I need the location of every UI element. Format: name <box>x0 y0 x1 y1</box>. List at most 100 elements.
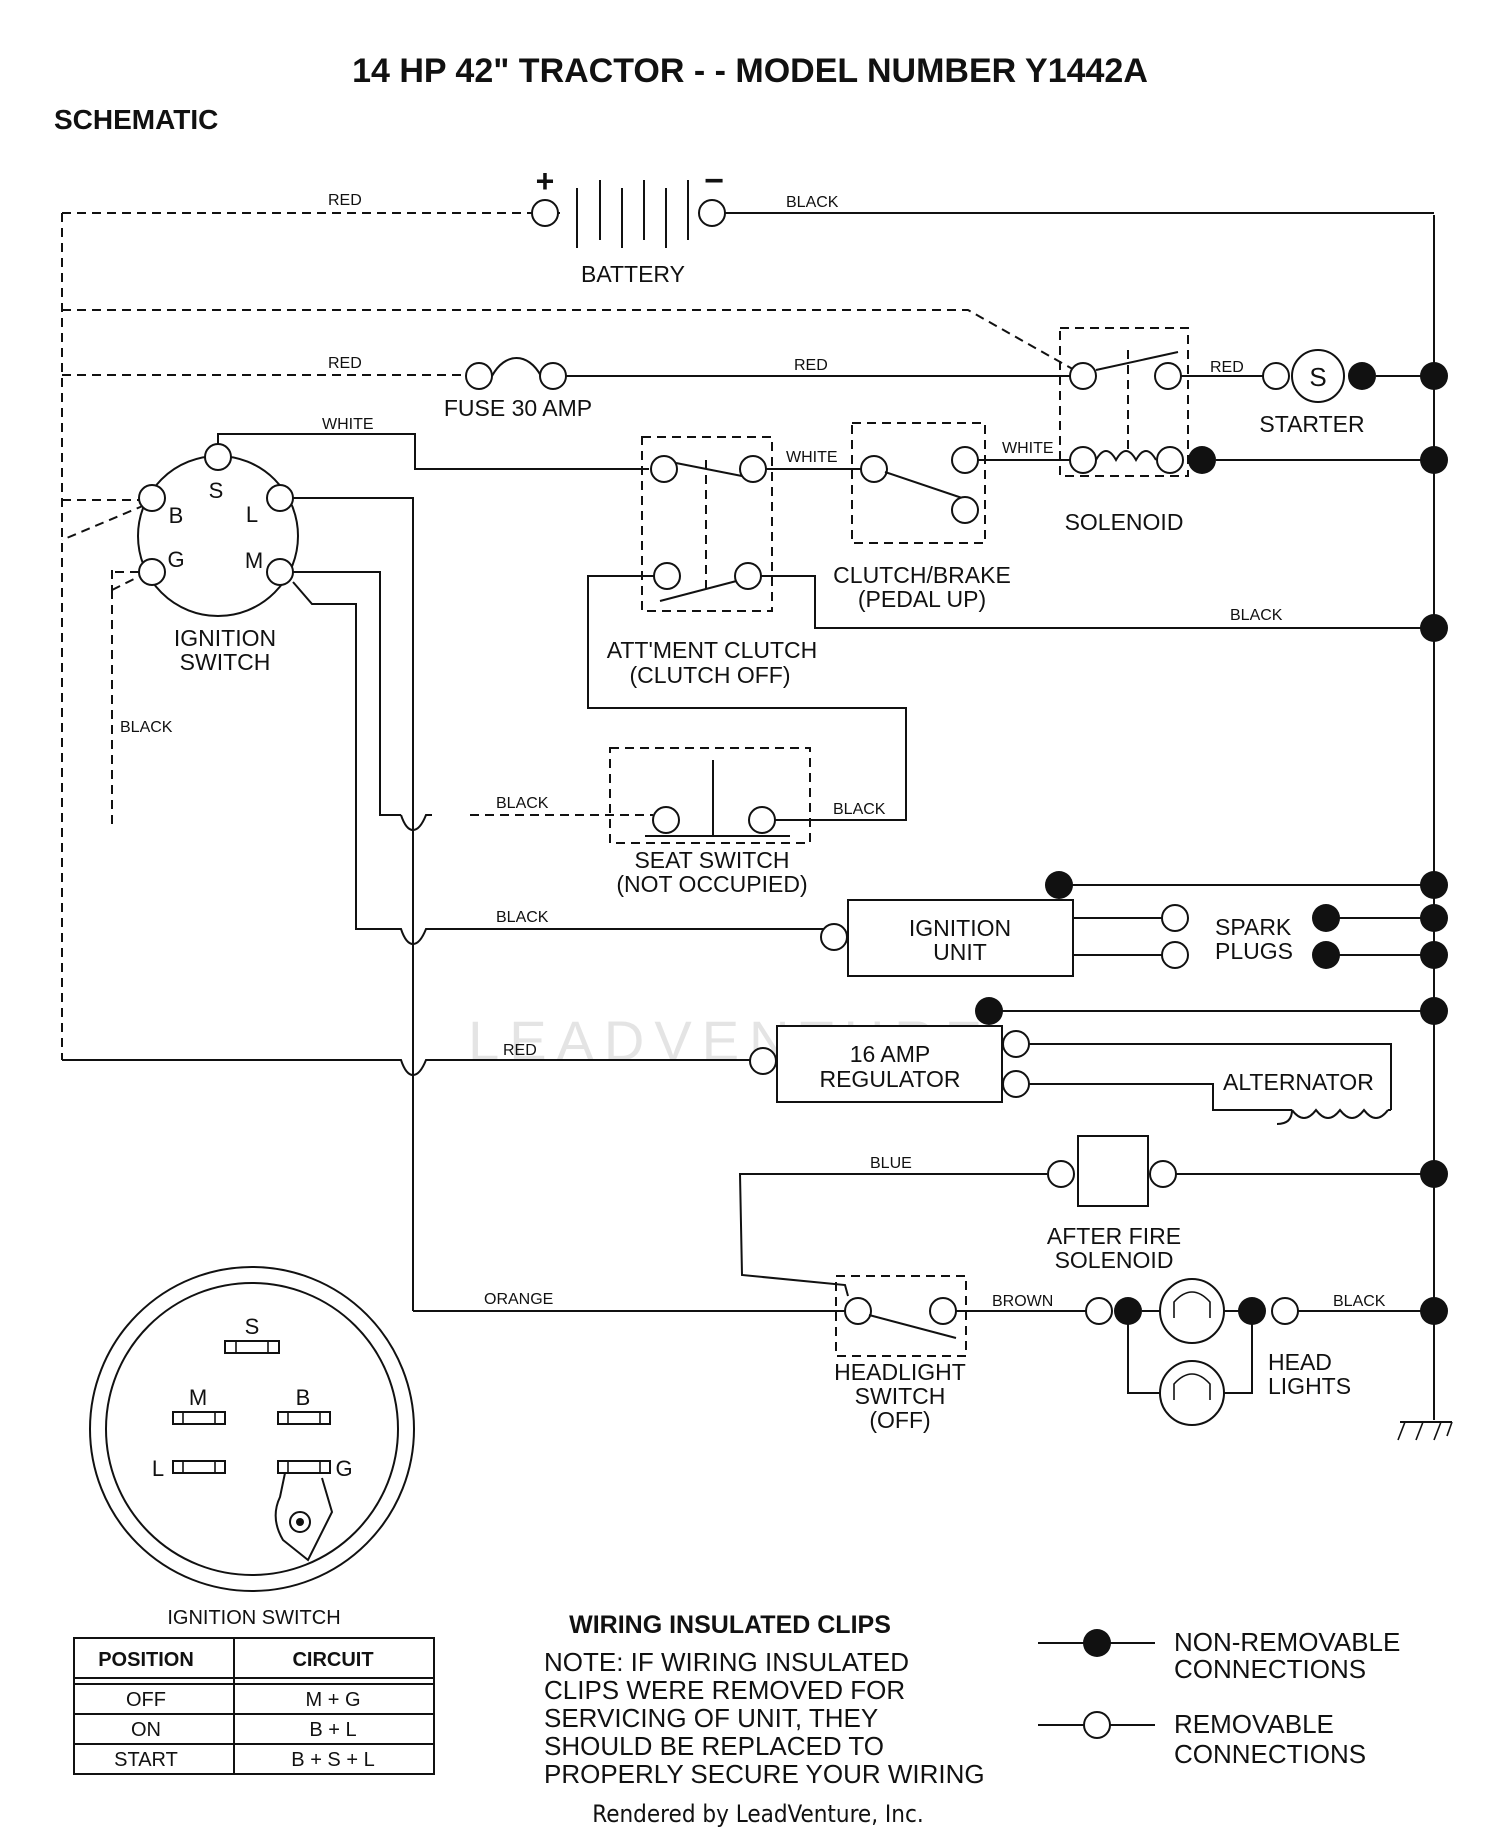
spark-plugs-label: SPARK <box>1215 914 1292 940</box>
battery-label: BATTERY <box>581 261 685 287</box>
battery-negative-terminal <box>698 199 726 227</box>
wire-label-seat-in: BLACK <box>496 795 549 812</box>
svg-text:(NOT OCCUPIED): (NOT OCCUPIED) <box>616 871 807 897</box>
wire-label-after-fire: BLUE <box>870 1155 912 1172</box>
ignition-pin-g <box>138 558 166 586</box>
wire-label-battery-pos: RED <box>328 192 362 209</box>
svg-text:UNIT: UNIT <box>933 939 987 965</box>
removable-connection-symbol <box>1083 1711 1111 1739</box>
headlight-switch: HEADLIGHT SWITCH (OFF) <box>834 1275 967 1433</box>
battery-positive-terminal <box>531 199 559 227</box>
table-cell: B + L <box>309 1719 356 1741</box>
schematic-heading: SCHEMATIC <box>54 104 218 135</box>
ignition-switch-face: S M B L G <box>89 1266 415 1592</box>
svg-text:CONNECTIONS: CONNECTIONS <box>1174 1739 1366 1769</box>
svg-text:S: S <box>209 478 224 503</box>
svg-text:LIGHTS: LIGHTS <box>1268 1373 1351 1399</box>
starter-label: STARTER <box>1259 411 1364 437</box>
wire-label-ignition-unit: BLACK <box>496 909 549 926</box>
render-credit: Rendered by LeadVenture, Inc. <box>592 1800 923 1828</box>
ground-junction <box>1420 1160 1448 1188</box>
svg-text:SHOULD BE REPLACED TO: SHOULD BE REPLACED TO <box>544 1731 884 1761</box>
head-lights: HEAD LIGHTS <box>1085 1278 1351 1426</box>
table-cell: M + G <box>305 1689 360 1711</box>
seat-switch-label: SEAT SWITCH <box>634 847 789 873</box>
after-fire-solenoid: AFTER FIRE SOLENOID <box>1047 1135 1181 1273</box>
ignition-unit: IGNITION UNIT <box>847 899 1074 977</box>
svg-text:M: M <box>245 548 263 573</box>
wire-label-white-clutch: WHITE <box>786 449 838 466</box>
wire-label-fuse-out: RED <box>794 357 828 374</box>
svg-text:SWITCH: SWITCH <box>180 649 271 675</box>
solenoid-label: SOLENOID <box>1065 509 1184 535</box>
svg-text:PROPERLY SECURE YOUR WIRING: PROPERLY SECURE YOUR WIRING <box>544 1759 985 1789</box>
solenoid: SOLENOID <box>1059 327 1216 535</box>
table-cell: OFF <box>126 1689 166 1711</box>
svg-text:M: M <box>189 1385 207 1410</box>
after-fire-solenoid-label: AFTER FIRE <box>1047 1223 1181 1249</box>
ground-junction <box>1420 362 1448 390</box>
starter: S STARTER <box>1259 349 1376 437</box>
svg-text:L: L <box>152 1456 164 1481</box>
table-header-position: POSITION <box>98 1649 194 1671</box>
wiring-clips-note: WIRING INSULATED CLIPS NOTE: IF WIRING I… <box>544 1611 985 1789</box>
svg-text:G: G <box>167 547 184 572</box>
svg-text:S: S <box>245 1314 260 1339</box>
svg-text:SERVICING OF UNIT, THEY: SERVICING OF UNIT, THEY <box>544 1703 878 1733</box>
ignition-pin-m <box>266 558 294 586</box>
svg-text:B: B <box>296 1385 311 1410</box>
ground-bus <box>1397 215 1453 1441</box>
left-harness <box>61 212 1086 1060</box>
battery-plus-sign: + <box>536 163 555 199</box>
wire-label-white-solenoid: WHITE <box>1002 440 1054 457</box>
fuse: FUSE 30 AMP <box>444 357 592 421</box>
svg-text:(CLUTCH OFF): (CLUTCH OFF) <box>630 662 791 688</box>
ignition-switch-schematic: S B L G M IGNITION SWITCH <box>137 443 299 675</box>
seat-switch: SEAT SWITCH (NOT OCCUPIED) <box>609 747 811 897</box>
ignition-switch-label: IGNITION <box>174 625 276 651</box>
switch-position-table: POSITION CIRCUIT OFF M + G ON B + L STAR… <box>73 1637 435 1775</box>
legend-removable: REMOVABLE <box>1174 1709 1334 1739</box>
wire-label-headlight-in: ORANGE <box>484 1291 553 1308</box>
wire-label-fuse-in: RED <box>328 355 362 372</box>
battery: + − BATTERY <box>531 162 726 287</box>
battery-minus-sign: − <box>704 162 724 200</box>
svg-text:B: B <box>169 503 184 528</box>
wire-label-lights-ground: BLACK <box>1333 1293 1386 1310</box>
clips-note-heading: WIRING INSULATED CLIPS <box>569 1611 891 1639</box>
non-removable-connection-symbol <box>1083 1629 1111 1657</box>
svg-text:(PEDAL UP): (PEDAL UP) <box>858 586 986 612</box>
regulator: 16 AMP REGULATOR <box>776 1025 1003 1103</box>
wire-label-clutch-ground: BLACK <box>1230 607 1283 624</box>
attachment-clutch-switch: ATT'MENT CLUTCH (CLUTCH OFF) <box>607 436 818 688</box>
svg-text:SOLENOID: SOLENOID <box>1055 1247 1174 1273</box>
alternator: ALTERNATOR <box>1223 1069 1391 1125</box>
fuse-label: FUSE 30 AMP <box>444 395 592 421</box>
svg-text:CLIPS WERE REMOVED FOR: CLIPS WERE REMOVED FOR <box>544 1675 905 1705</box>
svg-text:NOTE: IF WIRING INSULATED: NOTE: IF WIRING INSULATED <box>544 1647 909 1677</box>
table-cell: B + S + L <box>291 1749 374 1771</box>
wire-label-ign-black: BLACK <box>120 719 173 736</box>
ignition-pin-l <box>266 484 294 512</box>
ground-junction <box>1420 871 1448 899</box>
ground-junction <box>1420 997 1448 1025</box>
ground-junction <box>1420 1297 1448 1325</box>
svg-text:CONNECTIONS: CONNECTIONS <box>1174 1654 1366 1684</box>
page-title: 14 HP 42" TRACTOR - - MODEL NUMBER Y1442… <box>352 52 1148 90</box>
attachment-clutch-label: ATT'MENT CLUTCH <box>607 637 818 663</box>
alternator-label: ALTERNATOR <box>1223 1069 1374 1095</box>
ignition-pin-s <box>204 443 232 471</box>
legend-non-removable: NON-REMOVABLE <box>1174 1627 1400 1657</box>
ignition-pin-b <box>138 484 166 512</box>
svg-text:REGULATOR: REGULATOR <box>819 1066 960 1092</box>
head-lights-label: HEAD <box>1268 1349 1332 1375</box>
svg-text:PLUGS: PLUGS <box>1215 938 1293 964</box>
wire-label-seat-out: BLACK <box>833 801 886 818</box>
svg-text:SWITCH: SWITCH <box>855 1383 946 1409</box>
connection-legend: NON-REMOVABLE CONNECTIONS REMOVABLE CONN… <box>1038 1627 1400 1769</box>
svg-text:L: L <box>246 502 258 527</box>
ground-junction <box>1420 614 1448 642</box>
wire-label-solenoid-starter: RED <box>1210 359 1244 376</box>
svg-text:G: G <box>335 1456 352 1481</box>
wire-label-battery-neg: BLACK <box>786 194 839 211</box>
